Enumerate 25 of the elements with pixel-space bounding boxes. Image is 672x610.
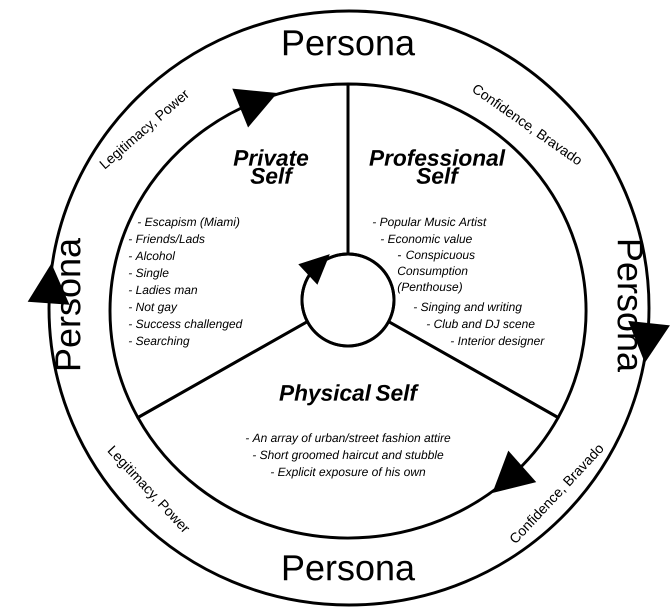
outer-ring [48,10,650,606]
bullet-item: - Alcohol [128,251,176,260]
bullet-item: - Ladies man [128,285,198,294]
bullet-item: - Success challenged [128,319,243,330]
bullet-item: - Conspicuous Consumption (Penthouse) [398,250,475,294]
bullet-item: - Singing and writing [414,302,522,314]
bullet-item: - Escapism (Miami) [138,217,240,228]
bullet-item: - Not gay [128,302,178,314]
bullet-item: - Short groomed haircut and stubble [252,450,444,462]
sector-heading: Private Self [234,149,308,184]
ring-label: Persona [55,238,81,370]
sector-heading: Physical Self [279,384,419,406]
bullet-item: - Club and DJ scene [426,319,535,328]
bullet-item: - Popular Music Artist [372,217,487,228]
bullet-item: - Explicit exposure of his own [270,467,426,478]
bullet-item: - Friends/Lads [128,234,205,244]
center-circle [298,252,396,348]
bullet-item: - An array of urban/street fashion attire [246,433,450,444]
sector-heading: Professional Self [369,149,506,184]
bullet-item: - Interior designer [450,336,545,348]
bullet-item: - Economic value [380,234,472,244]
ring-label: Persona [284,30,416,56]
ring-label: Persona [284,555,416,581]
bullet-item: - Single [128,268,168,280]
bullet-item: - Searching [128,336,190,348]
